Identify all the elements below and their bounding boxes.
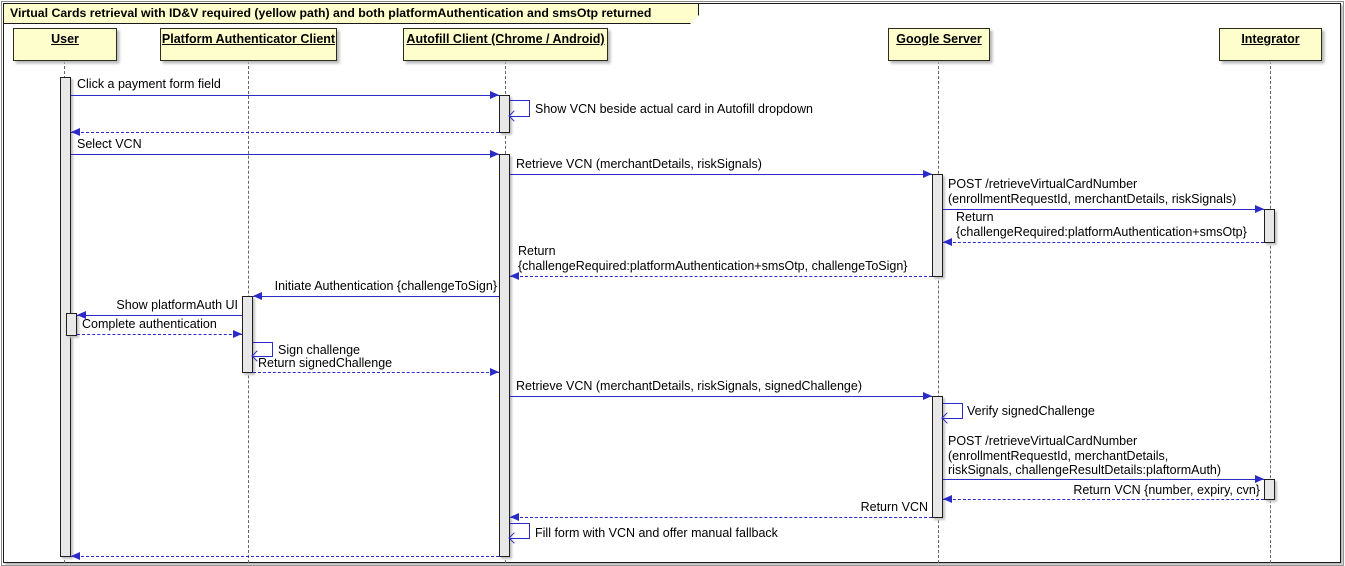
participant-google-server: Google Server (888, 28, 990, 61)
message-select-vcn-label: Select VCN (77, 137, 142, 151)
arrowhead-left-icon (71, 128, 80, 136)
participant-platform-authenticator-label: Platform Authenticator Client (161, 32, 336, 46)
participant-user-label: User (51, 32, 79, 46)
message-return-challenge-to-sign-label: Return {challengeRequired:platformAuthen… (518, 244, 908, 273)
arrowhead-left-icon (71, 552, 80, 560)
arrowhead-left-icon (510, 513, 519, 521)
message-post-retrieve-2-label: POST /retrieveVirtualCardNumber (enrollm… (948, 434, 1222, 478)
arrowhead-right-icon (923, 170, 932, 178)
arrowhead-right-icon (490, 91, 499, 99)
self-message-sign-challenge-loop (251, 342, 273, 362)
activation-autofill-2 (499, 154, 510, 557)
activation-google-2 (932, 396, 943, 518)
activation-integrator-1 (1264, 209, 1275, 243)
arrowhead-left-icon (253, 292, 262, 300)
arrowhead-right-icon (1255, 475, 1264, 483)
message-click-payment-field-line (71, 95, 499, 96)
participant-autofill-client: Autofill Client (Chrome / Android) (403, 28, 608, 61)
message-return-vcn-details-label: Return VCN {number, expiry, cvn} (1073, 483, 1260, 497)
arrowhead-right-icon (923, 392, 932, 400)
message-complete-authentication-label: Complete authentication (82, 317, 217, 331)
participant-google-server-label: Google Server (896, 32, 982, 46)
lifeline-google-server (938, 61, 939, 563)
participant-integrator-label: Integrator (1241, 32, 1300, 46)
arrowhead-right-icon (490, 150, 499, 158)
message-return-challenge-to-sign-line (510, 276, 932, 277)
self-message-verify-signed-challenge-loop (941, 403, 963, 424)
arrowhead-right-icon (233, 330, 242, 338)
arrowhead-left-icon (943, 238, 952, 246)
self-message-fill-form-label: Fill form with VCN and offer manual fall… (535, 526, 778, 540)
activation-platform-authenticator (242, 296, 253, 373)
message-retrieve-vcn-line (510, 174, 932, 175)
message-return-challenge-required-line (943, 242, 1264, 243)
message-return-vcn-line (510, 517, 932, 518)
message-retrieve-vcn-label: Retrieve VCN (merchantDetails, riskSigna… (516, 157, 762, 171)
participant-platform-authenticator: Platform Authenticator Client (160, 28, 337, 61)
message-retrieve-vcn-signed-line (510, 396, 932, 397)
self-message-fill-form-loop (508, 523, 530, 544)
activation-autofill-1 (499, 95, 510, 133)
message-initiate-authentication-label: Initiate Authentication {challengeToSign… (274, 279, 497, 293)
activation-google-1 (932, 174, 943, 277)
self-message-verify-signed-challenge-label: Verify signedChallenge (967, 404, 1095, 418)
activation-integrator-2 (1264, 479, 1275, 500)
participant-user: User (13, 28, 117, 61)
lifeline-integrator (1270, 61, 1271, 563)
activation-user-nested (66, 313, 77, 336)
participant-autofill-client-label: Autofill Client (Chrome / Android) (406, 32, 605, 46)
message-select-vcn-line (71, 154, 499, 155)
self-message-sign-challenge-label: Sign challenge (278, 343, 361, 357)
message-show-platform-auth-ui-label: Show platformAuth UI (116, 298, 238, 312)
participant-integrator: Integrator (1219, 28, 1322, 61)
message-initiate-authentication-line (253, 296, 499, 297)
arrowhead-right-icon (1255, 205, 1264, 213)
message-post-retrieve-1-line (943, 209, 1264, 210)
message-post-retrieve-1-label: POST /retrieveVirtualCardNumber (enrollm… (948, 177, 1237, 206)
return-to-user-line (71, 132, 499, 133)
arrowhead-left-icon (943, 495, 952, 503)
message-complete-authentication-line (77, 334, 242, 335)
arrowhead-left-icon (77, 311, 86, 319)
message-show-platform-auth-ui-line (77, 315, 242, 316)
arrowhead-left-icon (510, 272, 519, 280)
message-retrieve-vcn-signed-label: Retrieve VCN (merchantDetails, riskSigna… (516, 379, 862, 393)
arrowhead-right-icon (490, 368, 499, 376)
diagram-title: Virtual Cards retrieval with ID&V requir… (3, 3, 699, 24)
final-return-to-user-line (71, 556, 499, 557)
message-return-signed-challenge-line (253, 372, 499, 373)
self-message-show-vcn-loop (508, 100, 530, 122)
message-return-vcn-label: Return VCN (860, 500, 928, 514)
message-return-vcn-details-line (943, 499, 1264, 500)
message-return-challenge-required-label: Return {challengeRequired:platformAuthen… (956, 210, 1247, 239)
message-return-signed-challenge-label: Return signedChallenge (258, 356, 393, 370)
message-click-payment-field-label: Click a payment form field (77, 77, 221, 91)
message-post-retrieve-2-line (943, 479, 1264, 480)
self-message-show-vcn-label: Show VCN beside actual card in Autofill … (535, 102, 813, 116)
